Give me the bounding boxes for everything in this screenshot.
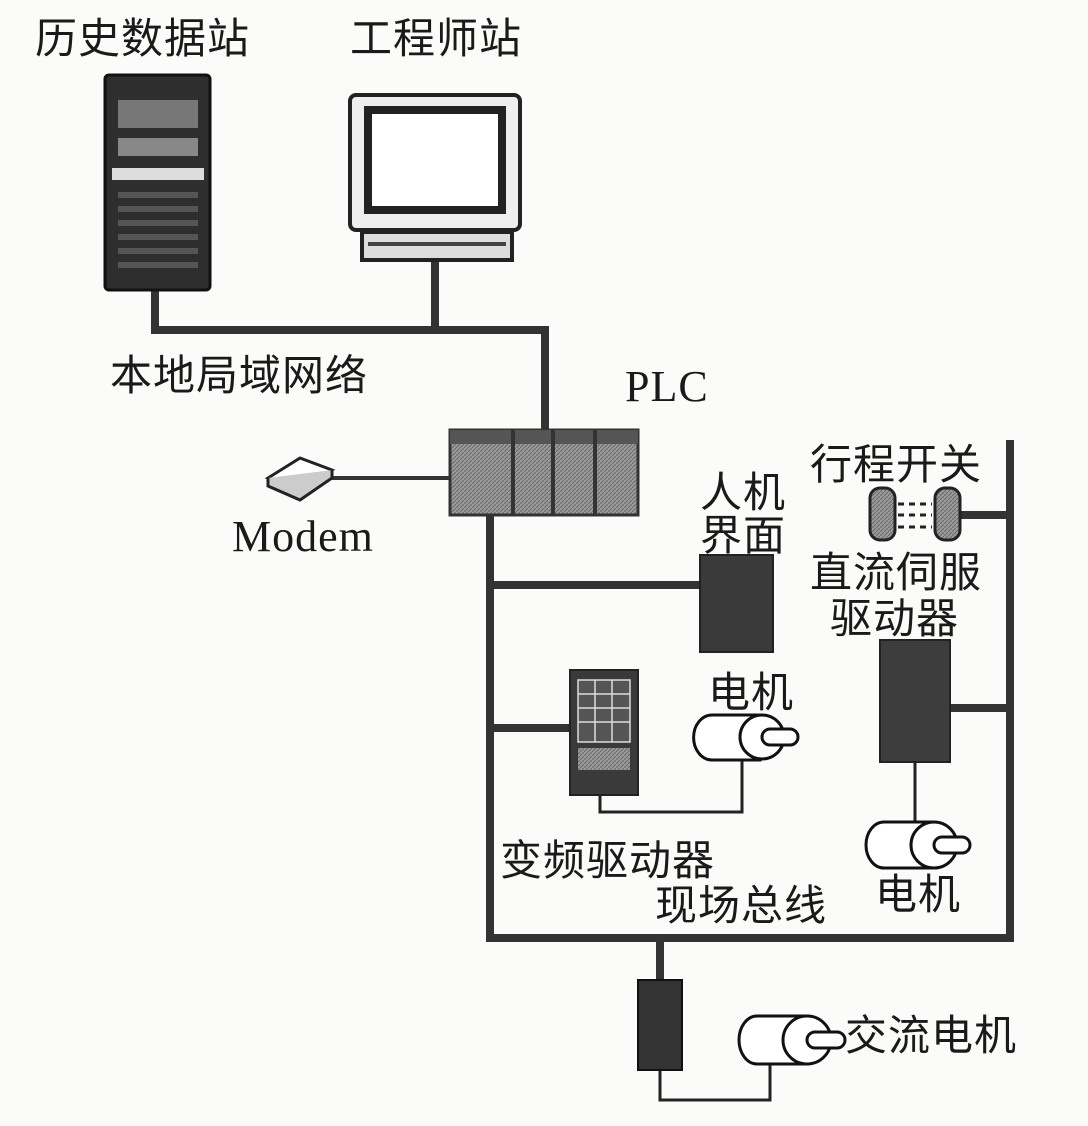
history-station-label: 历史数据站	[35, 14, 251, 63]
vfd-label: 变频驱动器	[500, 836, 716, 885]
motor-cables	[598, 760, 917, 1102]
motor-dc-label: 电机	[875, 870, 962, 919]
lan-line	[151, 290, 549, 430]
motor-icon-ac	[737, 1014, 847, 1066]
network-lines	[151, 262, 1014, 980]
dc-servo-label-line2: 驱动器	[830, 594, 960, 643]
ac-motor-label: 交流电机	[845, 1011, 1018, 1060]
vfd-drive-icon	[569, 669, 639, 796]
plc-label: PLC	[625, 362, 709, 411]
dc-servo-label-line1: 直流伺服	[810, 548, 983, 597]
motor-icon-vfd	[692, 713, 800, 762]
lan-label: 本地局域网络	[110, 351, 369, 400]
modem-label: Modem	[232, 512, 374, 561]
history-station-server-icon	[103, 73, 212, 292]
engineer-station-label: 工程师站	[350, 14, 523, 63]
ac-drive-icon	[637, 979, 683, 1071]
hmi-label-line2: 界面	[700, 511, 787, 560]
hmi-panel-icon	[699, 554, 774, 653]
engineer-station-computer-icon	[348, 93, 522, 262]
motor-icon-dc	[864, 820, 972, 870]
dc-servo-drive-icon	[879, 639, 951, 763]
hmi-label-line1: 人机	[700, 468, 787, 517]
limit-switch-icon	[868, 486, 962, 542]
limit-switch-label: 行程开关	[810, 440, 983, 489]
plc-rack-icon	[448, 428, 640, 517]
motor-vfd-label: 电机	[708, 668, 795, 717]
fieldbus-label: 现场总线	[655, 881, 828, 930]
modem-icon	[264, 456, 336, 502]
